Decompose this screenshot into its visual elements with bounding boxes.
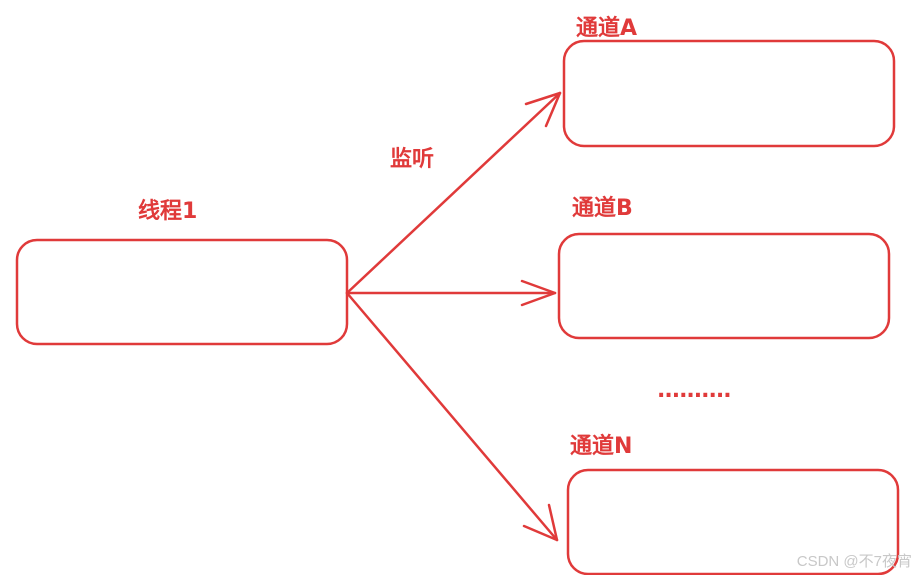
edge-label: 监听 [390,147,435,172]
arrow-to-channel-a [345,91,562,295]
channel-a-box [562,39,896,148]
channel-a-label: 通道A [576,16,638,41]
channel-b-box [557,232,891,340]
arrow-to-channel-n [345,291,559,542]
channel-n-box [566,468,900,575]
thread-box [15,238,349,346]
thread-label: 线程1 [138,199,198,224]
ellipsis: .......... [657,378,732,403]
channel-b-label: 通道B [572,196,633,221]
channel-n-label: 通道N [570,434,633,459]
watermark: CSDN @不7夜宵 [796,553,912,570]
arrow-to-channel-b [345,279,557,307]
